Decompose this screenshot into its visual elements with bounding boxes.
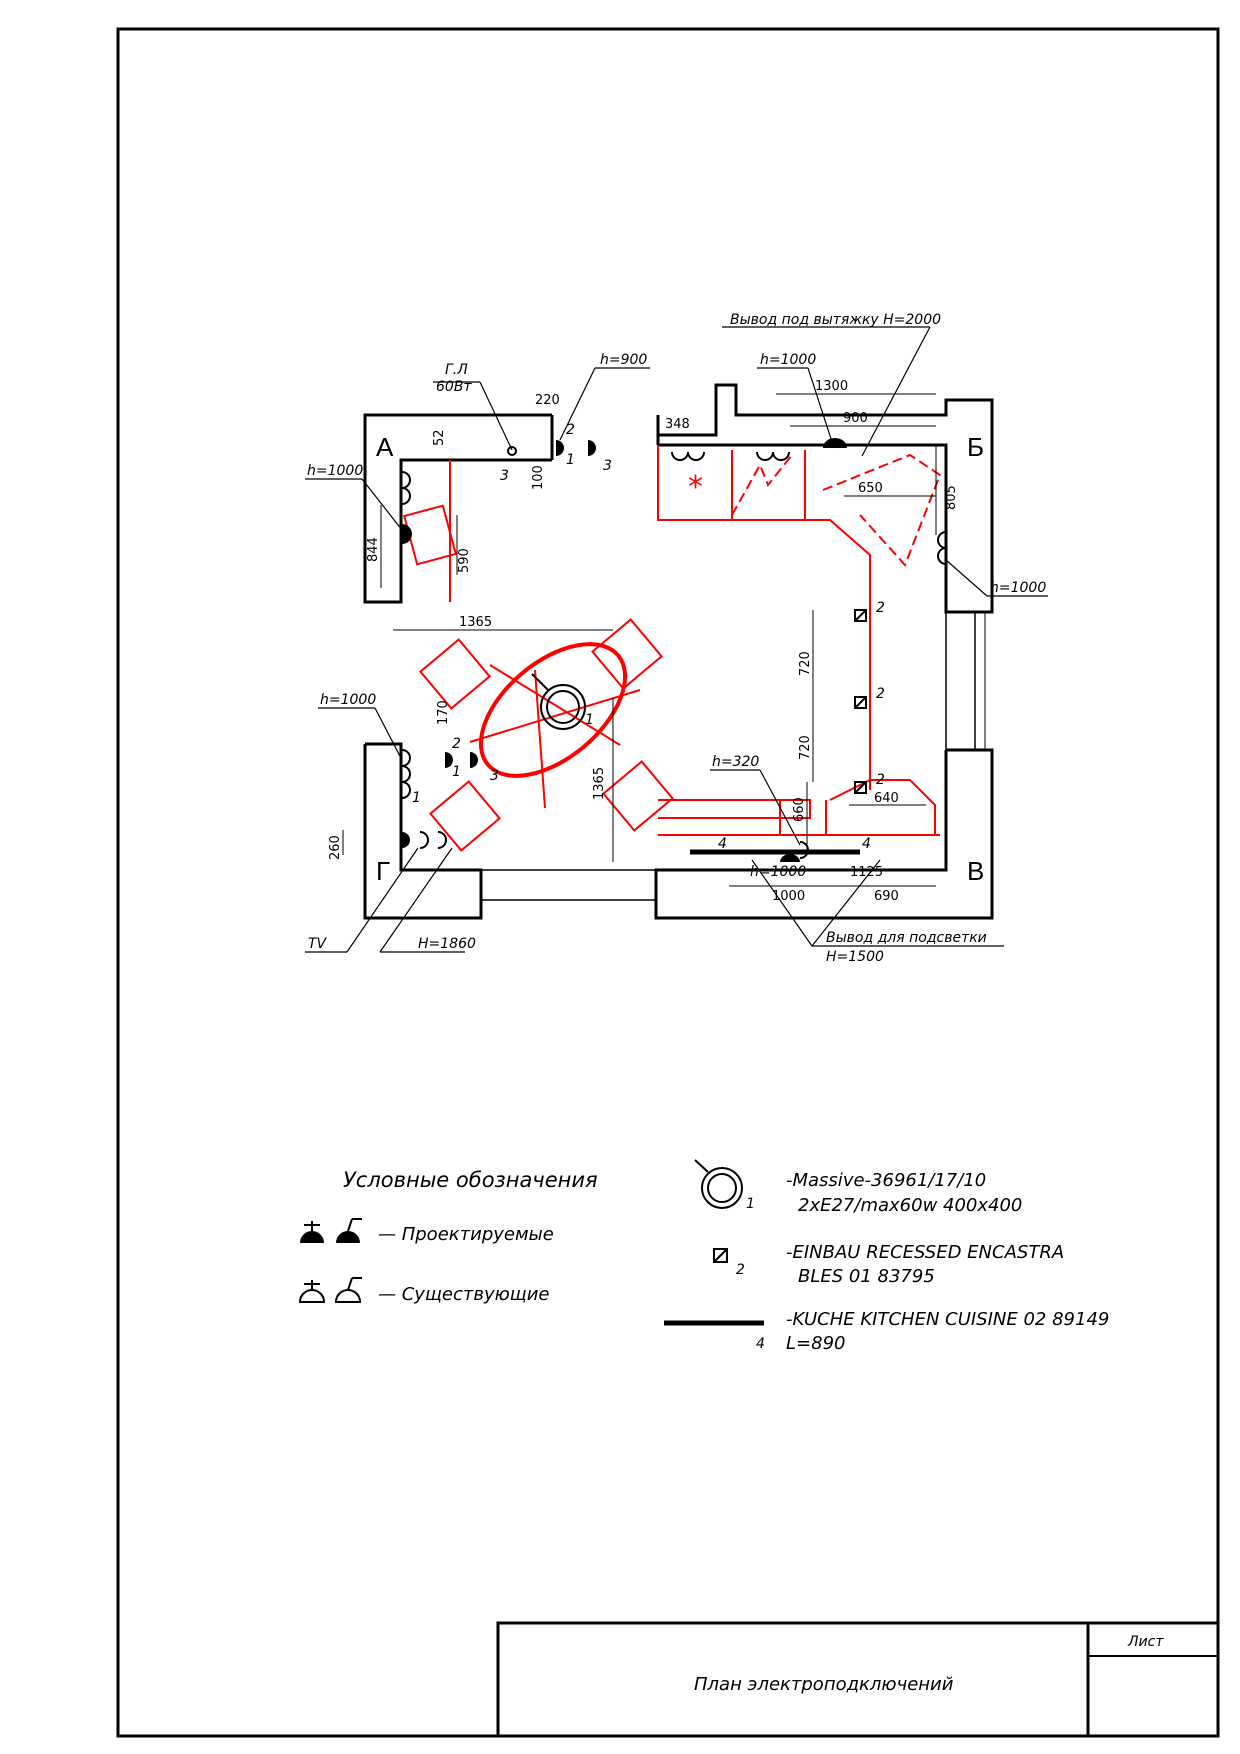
dim-690: 690 — [874, 889, 899, 904]
dim-660: 660 — [792, 797, 807, 822]
h1000-label-left: h=1000 — [307, 463, 363, 479]
legend-projected: — Проектируемые — [378, 1224, 554, 1245]
dim-650: 650 — [858, 481, 883, 496]
existing-socket-icons — [401, 446, 947, 859]
floor-plan: А Б В Г * — [305, 312, 1048, 965]
switch-mark-3c: 3 — [490, 768, 499, 784]
leader-lines — [305, 326, 1048, 953]
lighting-outlet-label: Вывод для подсветки — [826, 930, 987, 946]
switch-mark-1b: 1 — [452, 764, 461, 780]
dim-1365-h: 1365 — [459, 615, 492, 630]
title-block: План электроподключений Лист — [496, 1621, 1220, 1738]
axis-b: Б — [967, 432, 984, 462]
axis-v: В — [967, 856, 984, 886]
legend-fixture-1-line1: -Massive-36961/17/10 — [786, 1170, 986, 1191]
dim-1365-v: 1365 — [592, 767, 607, 800]
legend-fixture-2-line2: BLES 01 83795 — [798, 1266, 935, 1287]
dim-100: 100 — [531, 465, 546, 490]
switch-mark-2b: 2 — [452, 736, 461, 752]
tv-label: TV — [308, 936, 328, 952]
h320-label: h=320 — [712, 754, 759, 770]
h1000-label-right: h=1000 — [990, 580, 1046, 596]
socket-icons — [402, 438, 847, 862]
spot-mark-2a: 2 — [876, 600, 885, 616]
switch-mark-3a: 3 — [603, 458, 612, 474]
dim-805: 805 — [944, 485, 959, 510]
dim-220: 220 — [535, 393, 560, 408]
dim-590: 590 — [457, 548, 472, 573]
switch-mark-1c: 1 — [412, 790, 421, 806]
dim-720a: 720 — [798, 651, 813, 676]
h1000-label-lower-left: h=1000 — [320, 692, 376, 708]
walls — [363, 383, 994, 920]
ceiling-lamp-icon — [531, 673, 586, 730]
legend-fixture-2-id: 2 — [736, 1262, 745, 1278]
legend-recessed-spot-icon — [713, 1248, 728, 1263]
switch-mark-3b: 3 — [500, 468, 509, 484]
existing-symbol-icon — [298, 1277, 362, 1303]
spot-mark-2c: 2 — [876, 772, 885, 788]
hood-outlet-label: Вывод под вытяжку Н=2000 — [730, 312, 941, 328]
recessed-spot-icons — [854, 609, 867, 794]
dim-1300: 1300 — [815, 379, 848, 394]
sheet-label: Лист — [1127, 1634, 1164, 1650]
dim-640: 640 — [874, 791, 899, 806]
strip-mark-4b: 4 — [862, 836, 871, 852]
lamp-mark-1: 1 — [585, 712, 594, 728]
gl-label: Г.Л — [445, 362, 468, 378]
switch-mark-1a: 1 — [566, 452, 575, 468]
asterisk-mark: * — [688, 470, 703, 505]
dim-52: 52 — [432, 429, 447, 446]
axis-g: Г — [376, 856, 390, 886]
dim-900: 900 — [843, 411, 868, 426]
drawing-title: План электроподключений — [694, 1674, 954, 1695]
dim-260: 260 — [328, 835, 343, 860]
dim-720b: 720 — [798, 735, 813, 760]
h900-label: h=900 — [600, 352, 647, 368]
tv-height-label: Н=1860 — [418, 936, 476, 952]
legend-fixture-1-line2: 2xE27/max60w 400x400 — [798, 1195, 1022, 1216]
dim-170: 170 — [436, 700, 451, 725]
spot-mark-2b: 2 — [876, 686, 885, 702]
sheet-frame — [116, 27, 1220, 1738]
legend-fixture-4-line2: L=890 — [786, 1333, 845, 1354]
axis-a: А — [376, 432, 394, 462]
dim-844: 844 — [366, 537, 381, 562]
dim-1125: 1125 — [850, 865, 883, 880]
strip-mark-4a: 4 — [718, 836, 727, 852]
legend-existing: — Существующие — [378, 1284, 550, 1305]
switch-mark-2a: 2 — [566, 422, 575, 438]
legend-fixture-4-id: 4 — [756, 1336, 765, 1352]
projected-symbol-icon — [300, 1218, 362, 1243]
legend-fixture-1-id: 1 — [746, 1196, 755, 1212]
h1000-label-top: h=1000 — [760, 352, 816, 368]
lighting-height-label: Н=1500 — [826, 949, 884, 965]
dim-348: 348 — [665, 417, 690, 432]
legend-fixture-4-line1: -KUCHE KITCHEN CUISINE 02 89149 — [786, 1309, 1109, 1330]
gl-power-label: 60Вт — [436, 379, 472, 395]
legend-ceiling-lamp-icon — [694, 1159, 743, 1209]
furniture — [402, 445, 942, 852]
h1000-label-bottom: h=1000 — [750, 864, 806, 880]
legend-fixture-2-line1: -EINBAU RECESSED ENCASTRA — [786, 1242, 1064, 1263]
legend-title: Условные обозначения — [343, 1168, 598, 1192]
legend: Условные обозначения — Проектируемые — С… — [298, 1159, 1109, 1354]
dimension-lines — [342, 393, 937, 887]
